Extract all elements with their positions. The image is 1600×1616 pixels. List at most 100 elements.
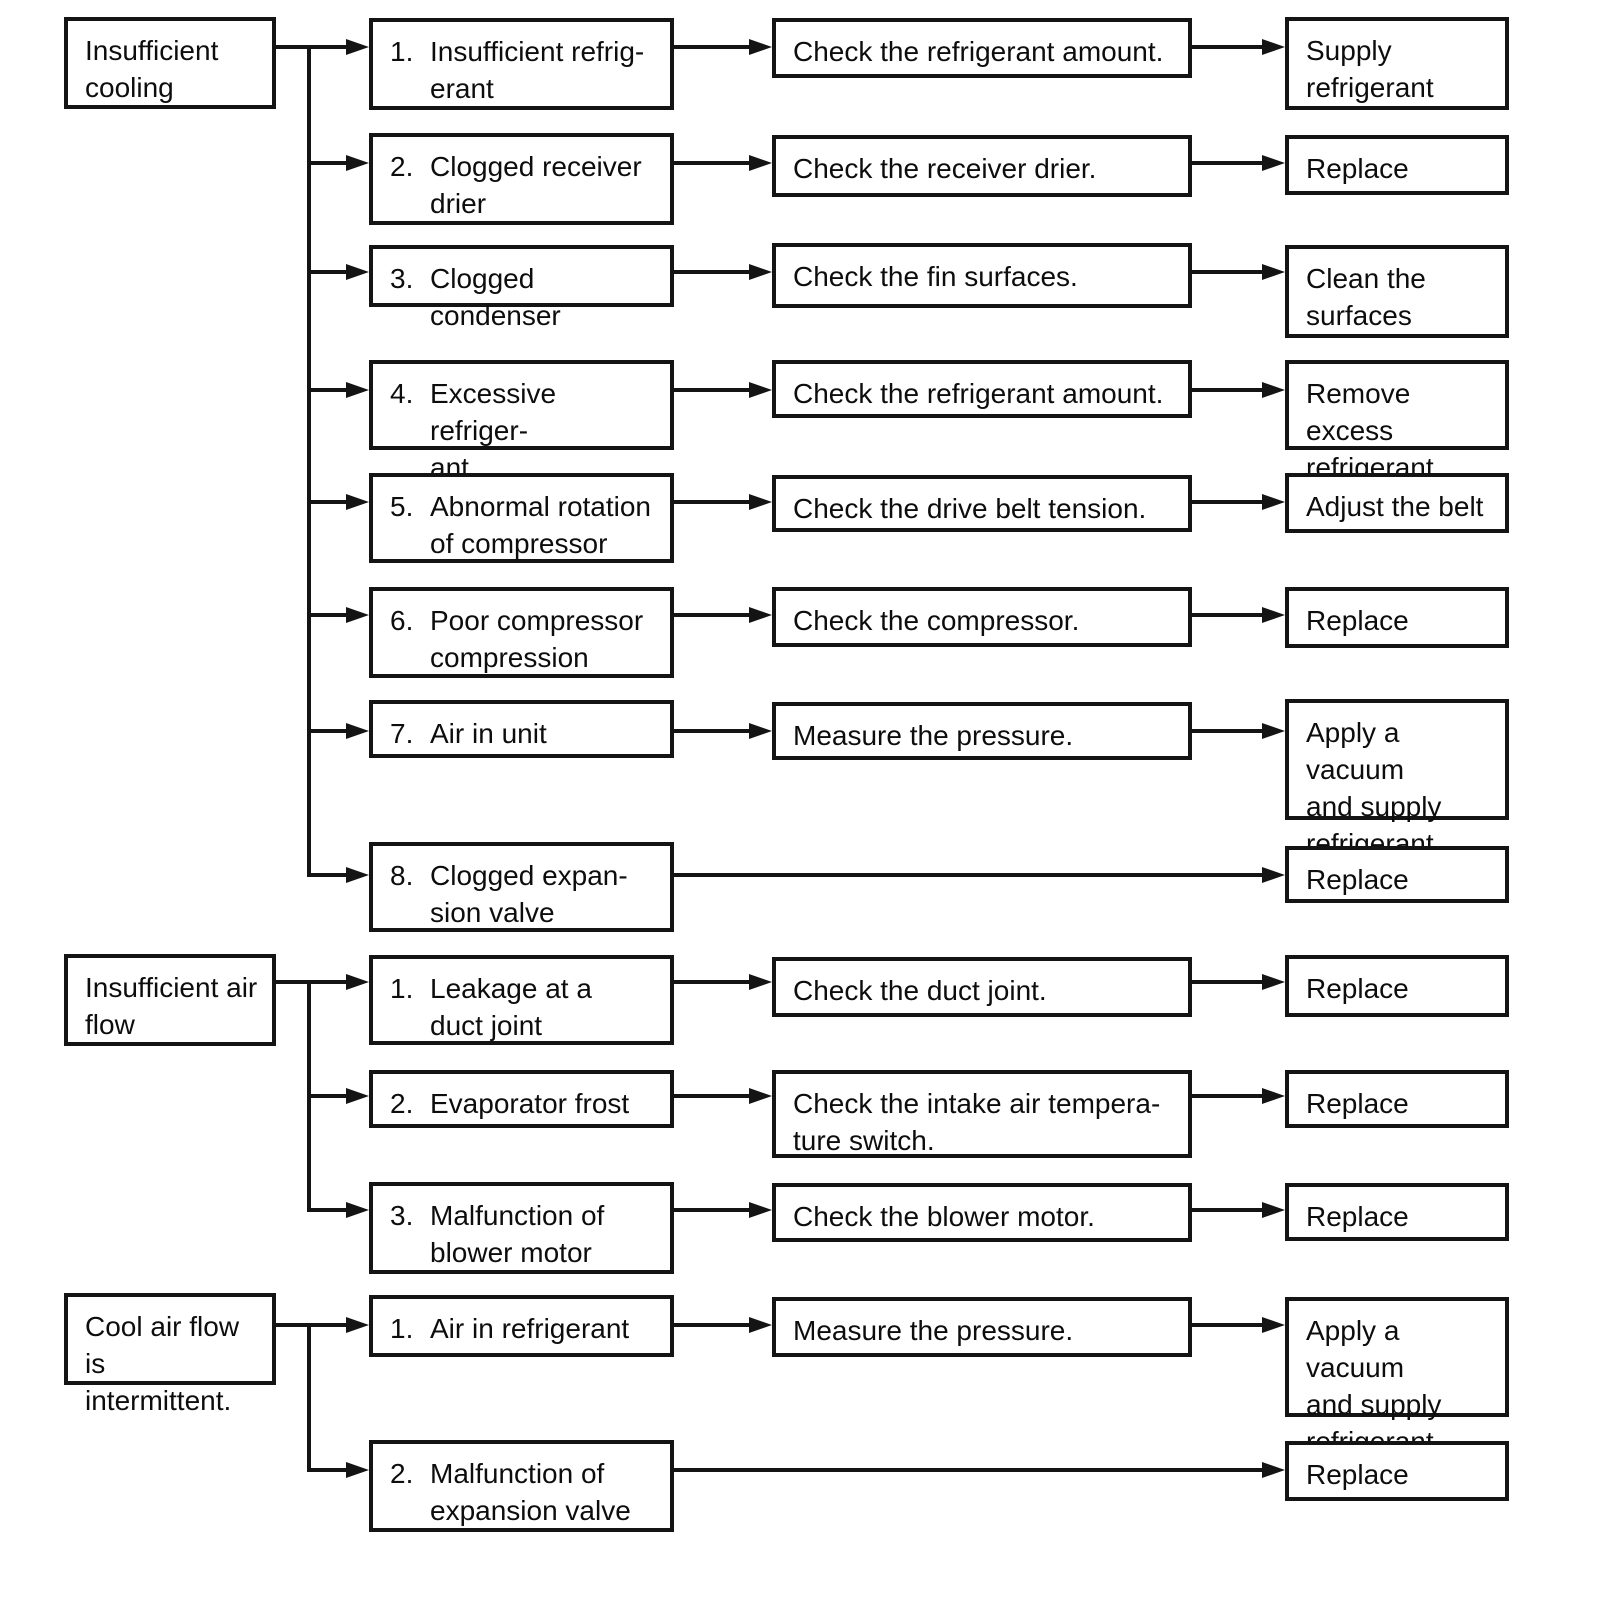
check-box-s1-r5: Check the drive belt tension. xyxy=(772,475,1192,532)
remedy-box-s1-r4: Remove excess refrigerant xyxy=(1285,360,1509,483)
remedy-label-s1-r8: Replace xyxy=(1306,864,1409,895)
remedy-arrow-s1-r3-head xyxy=(1262,264,1285,280)
remedy-arrow-s1-r5-head xyxy=(1262,494,1285,510)
check-label-s1-r7: Measure the pressure. xyxy=(793,720,1074,751)
remedy-box-s1-r3: Clean the surfaces xyxy=(1285,245,1509,338)
remedy-arrow-s1-r7-head xyxy=(1262,723,1285,739)
branch-arrow-s1-r4-line xyxy=(307,388,350,392)
branch-arrow-s2-r3-line xyxy=(307,1208,350,1212)
symptom-box-s3: Cool air flow is intermittent. xyxy=(64,1293,276,1416)
remedy-arrow-s2-r3-line xyxy=(1192,1208,1266,1212)
check-arrow-s1-r1-line xyxy=(674,45,753,49)
check-label-s1-r5: Check the drive belt tension. xyxy=(793,493,1147,524)
check-box-s1-r2: Check the receiver drier. xyxy=(772,135,1192,197)
check-arrow-s1-r2-head xyxy=(749,155,772,171)
remedy-label-s2-r2: Replace xyxy=(1306,1088,1409,1119)
remedy-arrow-s3-r2-line xyxy=(674,1468,1266,1472)
cause-label-s2-r3: Malfunction of blower motor xyxy=(430,1200,605,1268)
remedy-arrow-s1-r2-line xyxy=(1192,161,1266,165)
remedy-label-s3-r1: Apply a vacuum and supply refrigerant xyxy=(1306,1315,1442,1457)
cause-label-s2-r1: Leakage at a duct joint xyxy=(430,973,592,1041)
cause-number-s1-r8: 8. xyxy=(390,860,414,891)
branch-arrow-s1-r6-head xyxy=(346,607,369,623)
cause-number-s2-r2: 2. xyxy=(390,1088,414,1119)
remedy-label-s1-r3: Clean the surfaces xyxy=(1306,263,1426,331)
cause-box-s2-r3: 3. Malfunction of blower motor xyxy=(369,1182,674,1274)
cause-box-s3-r1: 1.Air in refrigerant xyxy=(369,1295,674,1357)
remedy-box-s1-r5: Adjust the belt xyxy=(1285,473,1509,533)
cause-label-s3-r2: Malfunction of expansion valve xyxy=(430,1458,631,1526)
check-arrow-s1-r3-head xyxy=(749,264,772,280)
remedy-arrow-s1-r3-line xyxy=(1192,270,1266,274)
cause-number-s1-r7: 7. xyxy=(390,718,414,749)
check-label-s2-r2: Check the intake air tempera- ture switc… xyxy=(793,1088,1161,1156)
check-arrow-s3-r1-line xyxy=(674,1323,753,1327)
branch-arrow-s3-r2-line xyxy=(307,1468,350,1472)
branch-arrow-s2-r1-head xyxy=(346,974,369,990)
cause-label-s1-r4: Excessive refriger- ant xyxy=(430,378,557,483)
branch-arrow-s1-r4-head xyxy=(346,382,369,398)
remedy-box-s1-r1: Supply refrigerant xyxy=(1285,17,1509,110)
cause-label-s2-r2: Evaporator frost xyxy=(430,1088,630,1119)
check-arrow-s1-r6-line xyxy=(674,613,753,617)
check-label-s3-r1: Measure the pressure. xyxy=(793,1315,1074,1346)
remedy-arrow-s2-r2-head xyxy=(1262,1088,1285,1104)
trunk-line-s3 xyxy=(307,1323,311,1472)
remedy-box-s1-r8: Replace xyxy=(1285,846,1509,903)
cause-box-s1-r3: 3. Clogged condenser xyxy=(369,245,674,331)
cause-box-s2-r1: 1. Leakage at a duct joint xyxy=(369,955,674,1045)
check-label-s1-r1: Check the refrigerant amount. xyxy=(793,36,1164,67)
branch-arrow-s3-r1-head xyxy=(346,1317,369,1333)
branch-arrow-s1-r5-line xyxy=(307,500,350,504)
check-arrow-s2-r1-head xyxy=(749,974,772,990)
check-box-s2-r3: Check the blower motor. xyxy=(772,1183,1192,1242)
cause-box-s1-r6: 6.Poor compressor compression xyxy=(369,587,674,678)
cause-box-s1-r5: 5.Abnormal rotation of compressor xyxy=(369,473,674,563)
branch-arrow-s1-r2-line xyxy=(307,161,350,165)
check-arrow-s2-r1-line xyxy=(674,980,753,984)
check-box-s2-r2: Check the intake air tempera- ture switc… xyxy=(772,1070,1192,1158)
branch-arrow-s2-r3-head xyxy=(346,1202,369,1218)
cause-number-s2-r3: 3. xyxy=(390,1200,414,1231)
branch-arrow-s2-r2-line xyxy=(307,1094,350,1098)
cause-number-s2-r1: 1. xyxy=(390,973,414,1004)
remedy-arrow-s1-r1-line xyxy=(1192,45,1266,49)
symptom-label-s2: Insufficient air flow xyxy=(85,972,258,1040)
branch-arrow-s1-r1-line xyxy=(276,45,350,49)
cause-number-s1-r4: 4. xyxy=(390,378,414,409)
cause-number-s1-r3: 3. xyxy=(390,263,414,294)
cause-box-s2-r2: 2. Evaporator frost xyxy=(369,1070,674,1128)
cause-number-s1-r2: 2. xyxy=(390,151,414,182)
remedy-box-s1-r6: Replace xyxy=(1285,587,1509,648)
branch-arrow-s2-r2-head xyxy=(346,1088,369,1104)
symptom-label-s1: Insufficient cooling xyxy=(85,35,219,103)
cause-number-s1-r1: 1. xyxy=(390,36,414,67)
remedy-box-s1-r7: Apply a vacuum and supply refrigerant xyxy=(1285,699,1509,859)
check-arrow-s2-r2-line xyxy=(674,1094,753,1098)
branch-arrow-s1-r2-head xyxy=(346,155,369,171)
check-label-s1-r2: Check the receiver drier. xyxy=(793,153,1097,184)
remedy-label-s1-r7: Apply a vacuum and supply refrigerant xyxy=(1306,717,1442,859)
symptom-box-s1: Insufficient cooling xyxy=(64,17,276,109)
branch-arrow-s1-r1-head xyxy=(346,39,369,55)
check-arrow-s2-r3-head xyxy=(749,1202,772,1218)
check-arrow-s1-r7-head xyxy=(749,723,772,739)
check-arrow-s1-r4-head xyxy=(749,382,772,398)
check-arrow-s1-r5-head xyxy=(749,494,772,510)
cause-label-s1-r3: Clogged condenser xyxy=(430,263,561,331)
check-box-s1-r3: Check the fin surfaces. xyxy=(772,243,1192,308)
cause-label-s1-r7: Air in unit xyxy=(430,718,547,749)
remedy-arrow-s2-r1-line xyxy=(1192,980,1266,984)
cause-box-s1-r8: 8.Clogged expan- sion valve xyxy=(369,842,674,932)
remedy-label-s2-r3: Replace xyxy=(1306,1201,1409,1232)
remedy-arrow-s3-r2-head xyxy=(1262,1462,1285,1478)
remedy-box-s3-r1: Apply a vacuum and supply refrigerant xyxy=(1285,1297,1509,1457)
remedy-arrow-s3-r1-line xyxy=(1192,1323,1266,1327)
check-label-s1-r6: Check the compressor. xyxy=(793,605,1080,636)
remedy-arrow-s1-r2-head xyxy=(1262,155,1285,171)
remedy-arrow-s1-r1-head xyxy=(1262,39,1285,55)
branch-arrow-s1-r3-line xyxy=(307,270,350,274)
cause-label-s1-r5: Abnormal rotation of compressor xyxy=(430,491,652,559)
check-arrow-s1-r6-head xyxy=(749,607,772,623)
